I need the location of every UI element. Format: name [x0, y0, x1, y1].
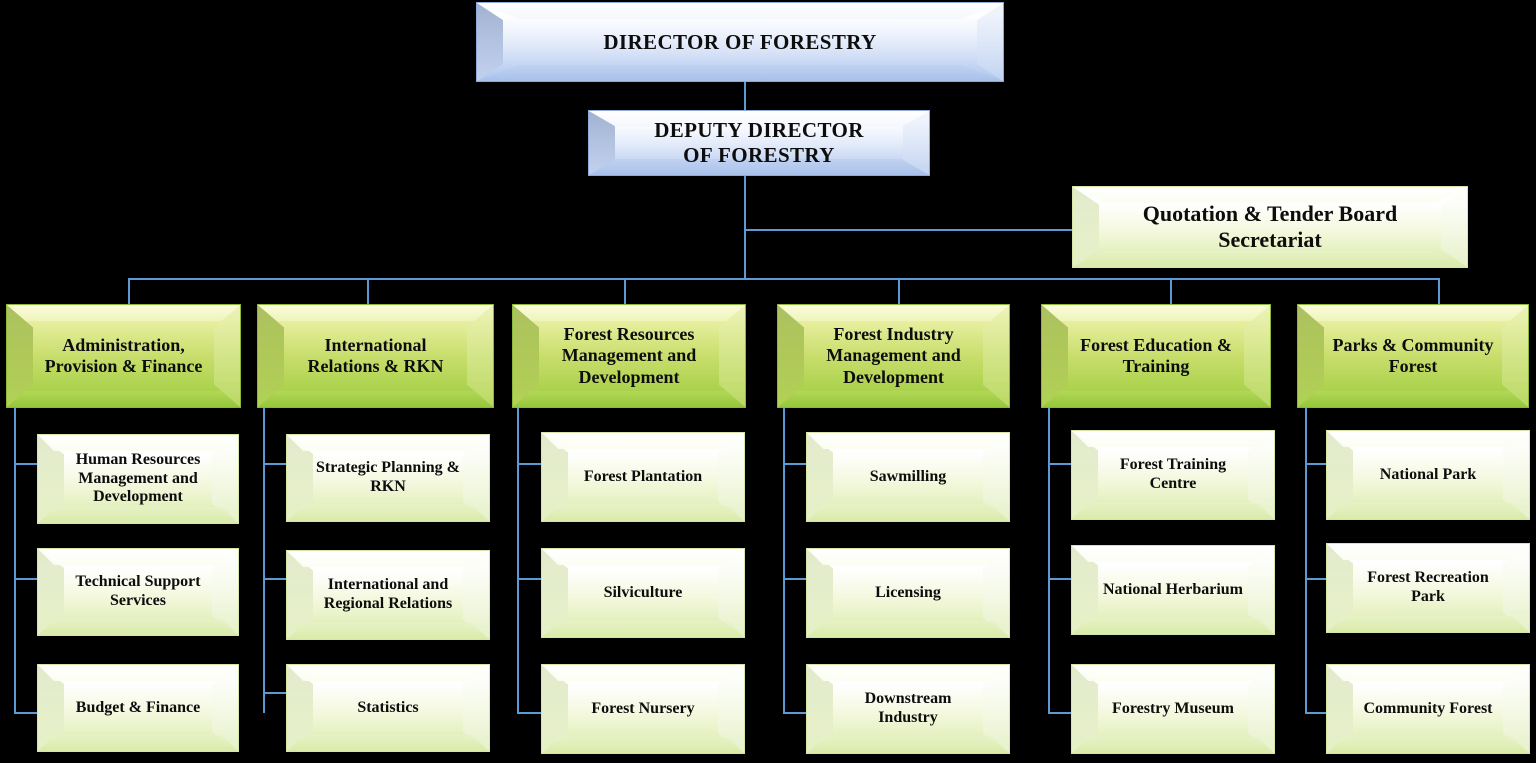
- connector-division-bus: [128, 278, 1440, 280]
- node-label: DEPUTY DIRECTOR OF FORESTRY: [654, 118, 864, 167]
- connector-spine-division-3: [517, 408, 519, 713]
- node-division-administration-provision-finance[interactable]: Administration, Provision & Finance: [6, 304, 241, 408]
- connector-stub-4-2: [783, 578, 807, 580]
- connector-stub-6-2: [1305, 578, 1329, 580]
- node-label: Forest Training Centre: [1119, 456, 1227, 492]
- node-division-international-relations-rkn[interactable]: International Relations & RKN: [257, 304, 494, 408]
- connector-stub-5-3: [1048, 712, 1072, 714]
- node-division-forest-industry-management-and-development[interactable]: Forest Industry Management and Developme…: [777, 304, 1010, 408]
- connector-spine-division-4: [783, 408, 785, 713]
- connector-drop-division-5: [1170, 278, 1172, 304]
- connector-stub-5-2: [1048, 578, 1072, 580]
- node-label: Budget & Finance: [75, 698, 201, 716]
- node-label: Community Forest: [1363, 699, 1493, 717]
- connector-stub-3-1: [517, 463, 541, 465]
- node-label: DIRECTOR OF FORESTRY: [603, 29, 877, 54]
- node-label: International Relations & RKN: [307, 334, 444, 376]
- node-unit-sawmilling[interactable]: Sawmilling: [806, 432, 1010, 522]
- node-label: Silviculture: [603, 583, 683, 601]
- connector-stub-2-2: [263, 578, 287, 580]
- node-division-forest-education-training[interactable]: Forest Education & Training: [1041, 304, 1271, 408]
- connector-stub-2-3: [263, 692, 287, 694]
- connector-board-branch: [744, 229, 1072, 231]
- connector-director-to-deputy: [744, 80, 746, 110]
- connector-stub-1-2: [14, 578, 38, 580]
- node-unit-national-park[interactable]: National Park: [1326, 430, 1530, 520]
- node-label: Forestry Museum: [1112, 699, 1234, 717]
- node-label: Quotation & Tender Board Secretariat: [1142, 201, 1398, 252]
- node-label: Human Resources Management and Developme…: [75, 450, 201, 506]
- node-label: Administration, Provision & Finance: [44, 334, 203, 376]
- connector-spine-division-2: [263, 408, 265, 713]
- node-unit-licensing[interactable]: Licensing: [806, 548, 1010, 638]
- node-label: National Herbarium: [1103, 580, 1243, 598]
- connector-stub-3-3: [517, 712, 541, 714]
- node-unit-forest-nursery[interactable]: Forest Nursery: [541, 664, 745, 754]
- node-label: Licensing: [875, 583, 941, 601]
- node-quotation-tender-board-secretariat[interactable]: Quotation & Tender Board Secretariat: [1072, 186, 1468, 268]
- node-division-parks-community-forest[interactable]: Parks & Community Forest: [1297, 304, 1529, 408]
- node-label: International and Regional Relations: [323, 576, 453, 612]
- connector-drop-division-2: [367, 278, 369, 304]
- node-label: Forest Resources Management and Developm…: [561, 324, 697, 387]
- node-unit-statistics[interactable]: Statistics: [286, 664, 490, 752]
- node-label: Forest Plantation: [583, 467, 703, 485]
- node-unit-human-resources-management-and-development[interactable]: Human Resources Management and Developme…: [37, 434, 239, 524]
- node-label: Parks & Community Forest: [1332, 334, 1494, 376]
- node-label: Forest Nursery: [591, 699, 695, 717]
- node-unit-forest-recreation-park[interactable]: Forest Recreation Park: [1326, 543, 1530, 633]
- connector-deputy-trunk: [744, 176, 746, 280]
- node-label: Forest Recreation Park: [1367, 569, 1489, 605]
- connector-spine-division-5: [1048, 408, 1050, 713]
- node-label: National Park: [1379, 465, 1477, 483]
- node-label: Forest Education & Training: [1080, 334, 1232, 376]
- node-label: Strategic Planning & RKN: [316, 459, 460, 495]
- node-deputy-director-of-forestry[interactable]: DEPUTY DIRECTOR OF FORESTRY: [588, 110, 930, 176]
- connector-drop-division-3: [624, 278, 626, 304]
- node-unit-downstream-industry[interactable]: Downstream Industry: [806, 664, 1010, 754]
- node-unit-community-forest[interactable]: Community Forest: [1326, 664, 1530, 754]
- node-label: Downstream Industry: [864, 690, 952, 726]
- node-label: Technical Support Services: [75, 573, 201, 609]
- connector-stub-3-2: [517, 578, 541, 580]
- connector-spine-division-6: [1305, 408, 1307, 713]
- connector-stub-1-1: [14, 463, 38, 465]
- connector-stub-1-3: [14, 712, 38, 714]
- node-label: Forest Industry Management and Developme…: [826, 324, 961, 387]
- connector-stub-6-3: [1305, 712, 1329, 714]
- connector-drop-division-1: [128, 278, 130, 304]
- connector-stub-4-1: [783, 463, 807, 465]
- node-unit-silviculture[interactable]: Silviculture: [541, 548, 745, 638]
- node-unit-technical-support-services[interactable]: Technical Support Services: [37, 548, 239, 636]
- node-unit-forest-plantation[interactable]: Forest Plantation: [541, 432, 745, 522]
- connector-stub-2-1: [263, 463, 287, 465]
- node-unit-national-herbarium[interactable]: National Herbarium: [1071, 545, 1275, 635]
- node-unit-forestry-museum[interactable]: Forestry Museum: [1071, 664, 1275, 754]
- node-director-of-forestry[interactable]: DIRECTOR OF FORESTRY: [476, 2, 1004, 82]
- connector-spine-division-1: [14, 408, 16, 713]
- connector-drop-division-4: [898, 278, 900, 304]
- node-unit-budget-finance[interactable]: Budget & Finance: [37, 664, 239, 752]
- connector-drop-division-6: [1438, 278, 1440, 304]
- node-division-forest-resources-management-and-development[interactable]: Forest Resources Management and Developm…: [512, 304, 746, 408]
- connector-stub-5-1: [1048, 463, 1072, 465]
- connector-stub-6-1: [1305, 463, 1329, 465]
- node-unit-strategic-planning-rkn[interactable]: Strategic Planning & RKN: [286, 434, 490, 522]
- node-unit-forest-training-centre[interactable]: Forest Training Centre: [1071, 430, 1275, 520]
- connector-stub-4-3: [783, 712, 807, 714]
- node-label: Statistics: [357, 698, 419, 716]
- node-unit-international-and-regional-relations[interactable]: International and Regional Relations: [286, 550, 490, 640]
- node-label: Sawmilling: [869, 467, 947, 485]
